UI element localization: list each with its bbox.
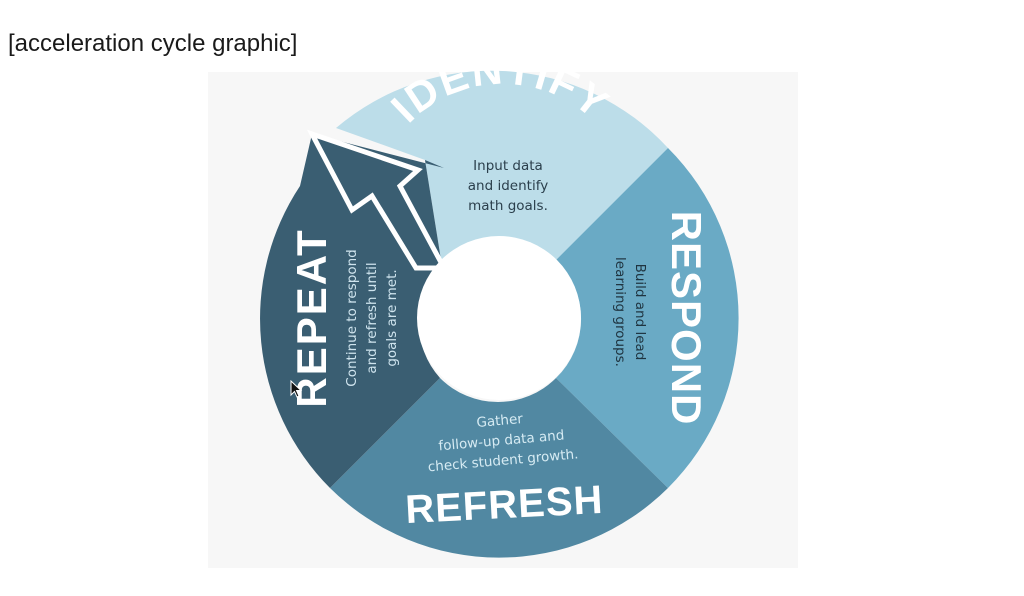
segment-identify: [336, 70, 668, 266]
segment-respond: [556, 148, 739, 488]
mouse-cursor-icon: [290, 380, 303, 398]
respond-line: learning groups.: [612, 257, 628, 367]
repeat-description: Continue to respond and refresh until go…: [344, 249, 400, 386]
respond-description: Build and lead learning groups.: [612, 257, 648, 367]
identify-description: Input data and identify math goals.: [468, 158, 548, 214]
repeat-line: goals are met.: [384, 269, 400, 366]
refresh-line: Gather: [476, 411, 524, 431]
repeat-title: REPEAT: [288, 228, 335, 407]
refresh-title: REFRESH: [404, 478, 604, 532]
identify-line: and identify: [468, 178, 548, 194]
graphic-caption: [acceleration cycle graphic]: [8, 30, 298, 57]
repeat-line: and refresh until: [364, 262, 380, 373]
segment-refresh: [330, 378, 668, 558]
respond-title: RESPOND: [663, 211, 710, 426]
identify-line: math goals.: [468, 198, 548, 214]
identify-line: Input data: [473, 158, 543, 174]
repeat-line: Continue to respond: [344, 249, 360, 386]
respond-line: Build and lead: [632, 264, 648, 361]
center-hole: [417, 236, 581, 400]
repeat-arrow-icon: [306, 129, 449, 271]
